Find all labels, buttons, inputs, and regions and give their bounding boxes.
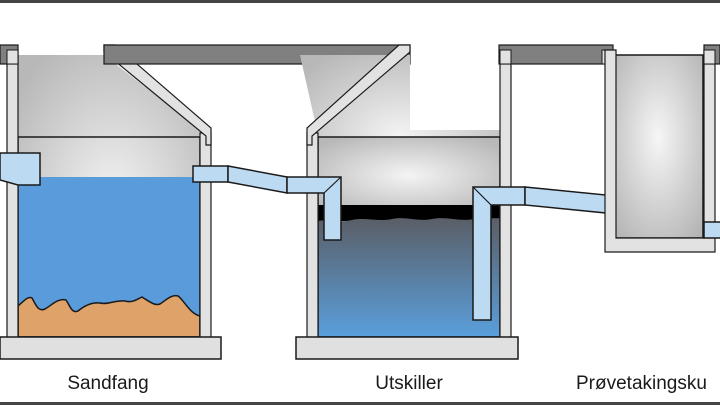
utskiller-lid [498, 44, 614, 65]
bottom-border [0, 402, 720, 405]
oil-layer [318, 205, 500, 221]
sandfang-left-wall [6, 49, 19, 346]
label-provetakingskum: Prøvetakingsku [576, 373, 707, 394]
utskiller-cone [306, 44, 411, 146]
sandfang-base [0, 336, 222, 360]
sandfang-right-wall [199, 132, 212, 346]
label-sandfang: Sandfang [67, 373, 148, 394]
utskiller-base [295, 336, 519, 360]
pipe-utskiller-provetakingskum [472, 186, 617, 321]
label-utskiller: Utskiller [375, 373, 443, 394]
inlet-pipe [0, 152, 41, 186]
pipe-sandfang-utskiller [192, 165, 342, 241]
outlet-pipe [703, 221, 720, 239]
top-border [0, 0, 720, 3]
utskiller-water [318, 218, 500, 337]
sandfang-sand [17, 294, 201, 338]
sandfang-tank [0, 44, 411, 360]
utskiller-left-wall [306, 132, 319, 346]
utskiller-tank [295, 44, 614, 360]
provetakingskum-chamber [612, 54, 704, 239]
provetakingskum-well [604, 44, 720, 253]
utskiller-air-lower [318, 137, 500, 207]
